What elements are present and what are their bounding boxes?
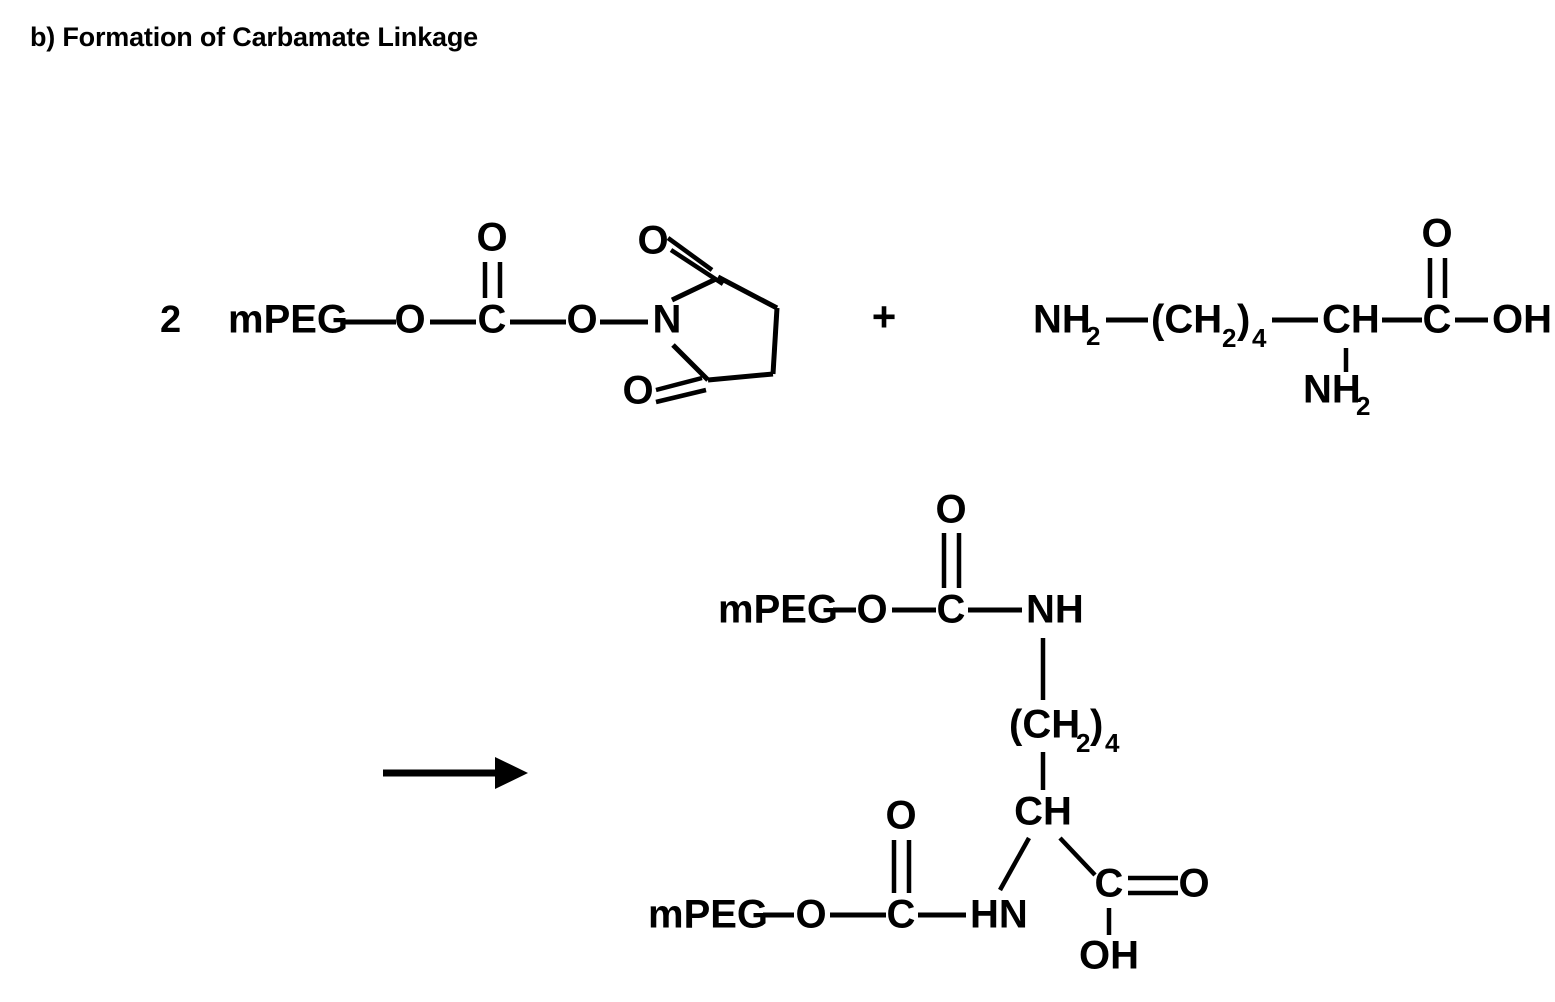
ring-double-bond-top-a bbox=[666, 236, 714, 272]
ring-double-bond-bottom-b bbox=[655, 387, 707, 405]
hydroxyl-label-reactant: OH bbox=[1492, 298, 1552, 342]
epsilon-amine-subscript: 2 bbox=[1086, 321, 1100, 351]
alpha-amine-subscript-reactant: 2 bbox=[1356, 391, 1370, 421]
carboxyl-oxygen-label-product: O bbox=[1178, 862, 1209, 906]
alpha-carbon-label-product: CH bbox=[1014, 790, 1072, 834]
methylene-chain-subscript: 2 bbox=[1222, 323, 1236, 353]
reaction-arrow-head bbox=[495, 757, 528, 789]
product-group: mPEG O C O NH (CH 2 ) 4 CH mPEG O C bbox=[648, 488, 1210, 978]
hydroxyl-label-product: OH bbox=[1079, 934, 1139, 978]
reactant-2-group: NH 2 (CH 2 ) 4 CH NH 2 C O OH bbox=[1033, 212, 1552, 421]
methylene-chain-count-label: 4 bbox=[1252, 323, 1267, 353]
mpeg-label-product-bottom: mPEG bbox=[648, 893, 768, 937]
carbonyl-oxygen-label-product-bottom: O bbox=[885, 794, 916, 838]
ester-oxygen-label-product-bottom: O bbox=[795, 893, 826, 937]
ring-double-bond-bottom-a bbox=[655, 375, 703, 393]
ring-double-bond-top-b bbox=[669, 248, 725, 286]
amide-nitrogen-label-product-bottom: HN bbox=[970, 893, 1028, 937]
methylene-chain-close-label-product: ) bbox=[1090, 703, 1103, 747]
methylene-chain-open-label-product: (CH bbox=[1009, 703, 1080, 747]
carbonyl-carbon-label-product-bottom: C bbox=[887, 893, 916, 937]
plus-sign: + bbox=[872, 293, 897, 340]
alpha-amine-label-reactant: NH bbox=[1303, 368, 1361, 412]
bond-ch-to-carboxyl-c-product bbox=[1058, 836, 1097, 877]
carbonyl-oxygen-label-reactant: O bbox=[476, 216, 507, 260]
ring-bond-n-to-ctop bbox=[670, 276, 718, 303]
ring-bond-ch2-to-cbot bbox=[707, 371, 774, 383]
carboxyl-oxygen-label-reactant: O bbox=[1421, 212, 1452, 256]
ring-bond-ch2-to-ch2 bbox=[770, 307, 780, 375]
methylene-chain-open-label: (CH bbox=[1151, 298, 1222, 342]
leaving-oxygen-label-reactant: O bbox=[566, 298, 597, 342]
alpha-carbon-label-reactant: CH bbox=[1322, 298, 1380, 342]
carbonyl-carbon-label-reactant: C bbox=[478, 298, 507, 342]
methylene-chain-subscript-product: 2 bbox=[1076, 728, 1090, 758]
ester-oxygen-label-reactant: O bbox=[394, 298, 425, 342]
page-title: b) Formation of Carbamate Linkage bbox=[30, 22, 478, 52]
stoichiometric-coefficient: 2 bbox=[160, 299, 181, 341]
carbonyl-carbon-label-product-top: C bbox=[937, 588, 966, 632]
mpeg-label-product-top: mPEG bbox=[718, 588, 838, 632]
ring-oxygen-top-label: O bbox=[637, 219, 668, 263]
methylene-chain-count-label-product: 4 bbox=[1105, 728, 1120, 758]
carbonyl-oxygen-label-product-top: O bbox=[935, 488, 966, 532]
epsilon-amine-label: NH bbox=[1033, 298, 1091, 342]
reactant-1-group: 2 mPEG O C O O N O O bbox=[160, 216, 780, 413]
reaction-arrow bbox=[383, 757, 528, 789]
mpeg-label-reactant: mPEG bbox=[228, 298, 348, 342]
ring-nitrogen-label: N bbox=[653, 298, 682, 342]
methylene-chain-close-label: ) bbox=[1237, 298, 1250, 342]
ring-bond-cbot-to-n bbox=[671, 343, 710, 382]
ring-oxygen-bottom-label: O bbox=[622, 369, 653, 413]
ester-oxygen-label-product-top: O bbox=[856, 588, 887, 632]
carboxyl-carbon-label-product: C bbox=[1095, 862, 1124, 906]
amide-nitrogen-label-product-top: NH bbox=[1026, 588, 1084, 632]
bond-ch-to-hn-product bbox=[998, 836, 1031, 892]
carboxyl-carbon-label-reactant: C bbox=[1423, 298, 1452, 342]
ring-bond-ctop-to-ch2 bbox=[716, 274, 779, 311]
